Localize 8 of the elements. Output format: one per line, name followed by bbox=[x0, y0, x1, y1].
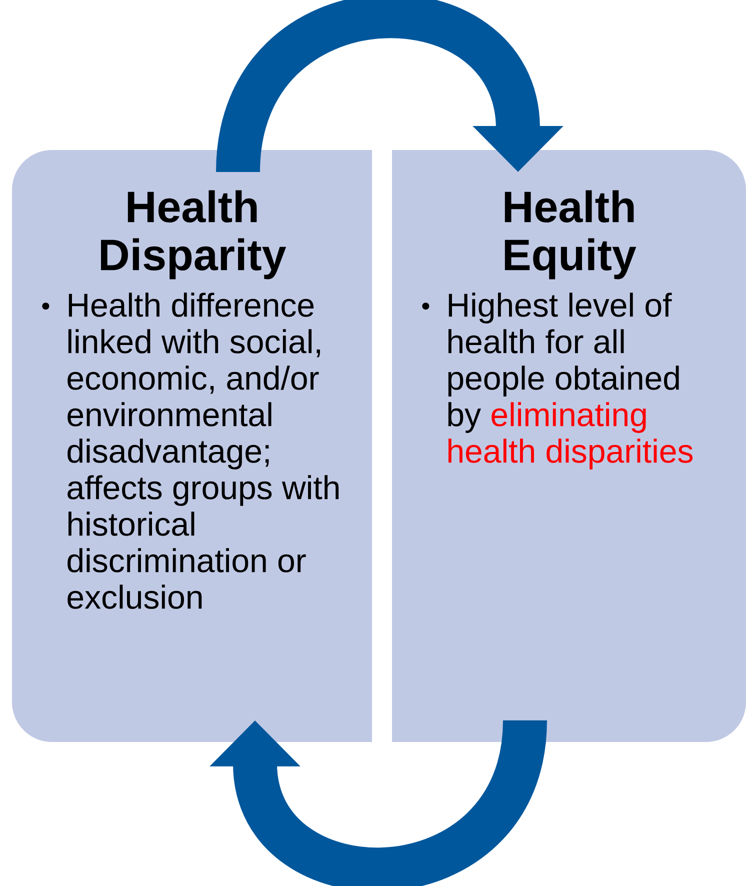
bullet-text: Health difference linked with social, economic, and/or environmental disadvantage; affects groups with historical discrimination or exclusion bbox=[68, 292, 339, 609]
heading: Health Equity bbox=[504, 190, 636, 280]
curved-arrow bbox=[216, 0, 564, 175]
heading: Health Disparity bbox=[101, 190, 286, 280]
bullet-text: Highest level of health for all people obtained by eliminating health disparities bbox=[448, 292, 693, 470]
panel-box bbox=[12, 150, 372, 742]
panel-box bbox=[392, 150, 746, 742]
curved-arrow bbox=[210, 718, 547, 886]
